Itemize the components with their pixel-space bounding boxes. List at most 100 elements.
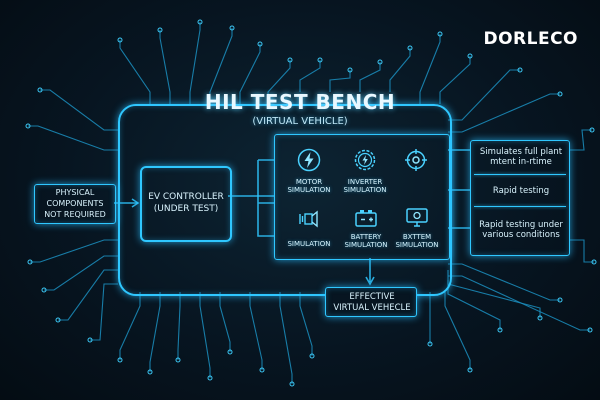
- trace-node: [257, 41, 263, 47]
- circuit-trace: [448, 275, 590, 331]
- circuit-trace: [448, 93, 560, 133]
- trace-node: [87, 337, 93, 343]
- circuit-trace: [28, 125, 118, 151]
- circuit-trace: [149, 292, 161, 372]
- page-subtitle: (VIRTUAL VEHICLE): [252, 116, 348, 127]
- page-title: HIL TEST BENCH: [204, 90, 396, 114]
- circuit-trace: [439, 56, 471, 104]
- trace-node: [117, 37, 123, 43]
- simulation-modules-panel: [274, 134, 450, 260]
- arrow-head: [131, 198, 140, 208]
- feature-divider: [474, 206, 566, 207]
- circuit-trace: [119, 292, 141, 360]
- circuit-trace: [40, 89, 118, 131]
- circuit-trace: [219, 292, 231, 352]
- trace-node: [537, 315, 543, 321]
- features-panel: [470, 140, 570, 256]
- circuit-trace: [299, 60, 321, 92]
- circuit-trace: [189, 22, 201, 104]
- trace-node: [117, 357, 123, 363]
- circuit-trace: [177, 292, 181, 360]
- trace-node: [55, 317, 61, 323]
- trace-node: [37, 87, 43, 93]
- circuit-trace: [239, 44, 261, 104]
- circuit-trace: [329, 70, 351, 92]
- trace-node: [347, 67, 353, 73]
- circuit-trace: [444, 292, 471, 370]
- trace-node: [467, 367, 473, 373]
- trace-node: [427, 341, 433, 347]
- trace-node: [287, 57, 293, 63]
- circuit-trace: [30, 239, 118, 263]
- connector-bracket: [257, 159, 274, 237]
- circuit-trace: [447, 280, 501, 330]
- module-label: SIMULATION: [287, 240, 331, 248]
- target-icon: [404, 148, 428, 172]
- trace-node: [229, 25, 235, 31]
- circuit-trace: [570, 239, 594, 263]
- circuit-trace: [279, 292, 293, 384]
- output-arrow-head: [365, 276, 375, 286]
- trace-node: [437, 31, 443, 37]
- lightning-icon: [297, 148, 321, 172]
- trace-node: [377, 59, 383, 65]
- physical-components-box: [34, 184, 116, 224]
- signal-icon: [297, 208, 321, 230]
- ev-controller-text: EV CONTROLLER(UNDER TEST): [148, 192, 224, 214]
- trace-node: [175, 357, 181, 363]
- hil-bench-frame: [118, 104, 452, 296]
- trace-node: [589, 127, 595, 133]
- battery-icon: [354, 207, 378, 229]
- trace-node: [309, 353, 315, 359]
- trace-node: [25, 123, 31, 129]
- trace-node: [227, 349, 233, 355]
- trace-node: [557, 91, 563, 97]
- monitor-icon: [405, 207, 429, 229]
- circuit-trace: [359, 62, 381, 92]
- circuit-trace: [570, 129, 592, 151]
- circuit-trace: [389, 48, 411, 92]
- feature-item: Rapid testing: [492, 186, 550, 196]
- circuit-trace: [299, 292, 313, 356]
- trace-node: [407, 45, 413, 51]
- circuit-trace: [448, 69, 520, 121]
- circuit-trace: [209, 28, 233, 104]
- ev-controller-box: [140, 166, 232, 242]
- trace-node: [207, 375, 213, 381]
- effective-virtual-vehicle-box: [325, 287, 417, 317]
- circuit-trace: [90, 283, 118, 341]
- trace-node: [517, 67, 523, 73]
- trace-node: [157, 27, 163, 33]
- gear-bolt-icon: [353, 148, 377, 172]
- trace-node: [147, 369, 153, 375]
- circuit-trace: [199, 292, 211, 378]
- feature-divider: [474, 174, 566, 175]
- brand-logo: DORLECO: [483, 29, 578, 49]
- trace-node: [587, 327, 593, 333]
- trace-node: [41, 287, 47, 293]
- circuit-trace: [447, 270, 541, 318]
- trace-node: [197, 19, 203, 25]
- circuit-trace: [448, 263, 560, 301]
- trace-node: [557, 297, 563, 303]
- trace-node: [591, 259, 597, 265]
- trace-node: [289, 381, 295, 387]
- circuit-trace: [249, 292, 263, 370]
- trace-node: [497, 327, 503, 333]
- circuit-trace: [159, 30, 171, 104]
- circuit-trace: [419, 34, 441, 104]
- trace-node: [317, 57, 323, 63]
- circuit-trace: [119, 40, 151, 104]
- trace-node: [467, 53, 473, 59]
- circuit-trace: [267, 60, 291, 104]
- circuit-trace: [58, 269, 118, 321]
